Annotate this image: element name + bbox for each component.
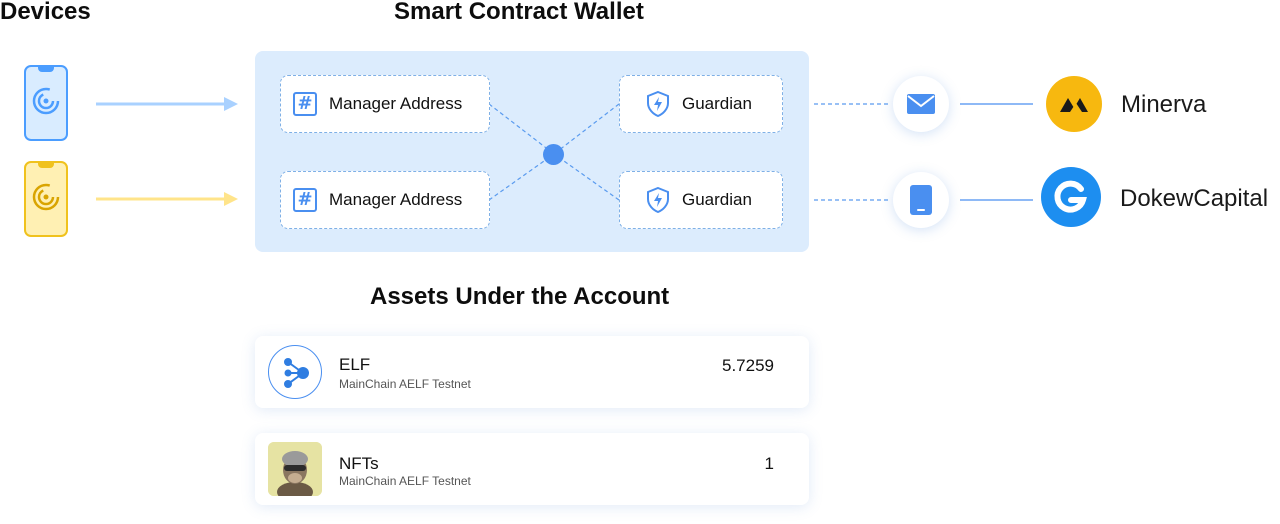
minerva-logo-icon <box>1060 98 1088 112</box>
manager-address-label: Manager Address <box>329 190 463 209</box>
mail-icon <box>907 94 935 114</box>
asset-name: ELF <box>339 355 371 374</box>
asset-card-nfts[interactable]: NFTs MainChain AELF Testnet 1 <box>255 433 809 505</box>
guardian-box[interactable]: Guardian <box>619 171 783 229</box>
shield-lightning-icon <box>647 91 669 117</box>
spiral-logo-icon <box>32 87 60 115</box>
hash-icon: # <box>293 188 317 212</box>
tablet-channel-circle <box>893 172 949 228</box>
asset-chain: MainChain AELF Testnet <box>339 474 471 488</box>
partner-name-minerva: Minerva <box>1121 91 1207 118</box>
devices-heading: Devices <box>0 0 91 25</box>
mail-channel-circle <box>893 76 949 132</box>
device-phone-yellow <box>24 161 68 237</box>
manager-address-box[interactable]: # Manager Address <box>280 75 490 133</box>
dokewcapital-logo-icon <box>1054 180 1087 213</box>
partner-name-dokewcapital: DokewCapital <box>1120 185 1269 212</box>
tablet-icon <box>910 185 932 215</box>
manager-address-label: Manager Address <box>329 94 463 113</box>
device-arrow-yellow <box>96 192 238 206</box>
minerva-logo <box>1046 76 1102 132</box>
guardian-box[interactable]: Guardian <box>619 75 783 133</box>
hash-icon: # <box>293 92 317 116</box>
assets-heading: Assets Under the Account <box>370 283 670 310</box>
device-arrow-blue <box>96 97 238 111</box>
asset-value: 5.7259 <box>722 356 774 375</box>
device-phone-blue <box>24 65 68 141</box>
dokewcapital-logo <box>1041 167 1101 227</box>
asset-chain: MainChain AELF Testnet <box>339 377 471 391</box>
wallet-heading: Smart Contract Wallet <box>394 0 644 25</box>
shield-lightning-icon <box>647 187 669 213</box>
asset-value: 1 <box>764 454 774 473</box>
elf-token-icon <box>268 345 322 399</box>
wallet-hub-dot <box>543 144 564 165</box>
guardian-label: Guardian <box>682 190 752 209</box>
manager-address-box[interactable]: # Manager Address <box>280 171 490 229</box>
nft-ape-thumbnail <box>268 442 322 496</box>
asset-card-elf[interactable]: ELF MainChain AELF Testnet 5.7259 <box>255 336 809 408</box>
spiral-logo-icon <box>32 183 60 211</box>
guardian-label: Guardian <box>682 94 752 113</box>
asset-name: NFTs <box>339 454 379 473</box>
